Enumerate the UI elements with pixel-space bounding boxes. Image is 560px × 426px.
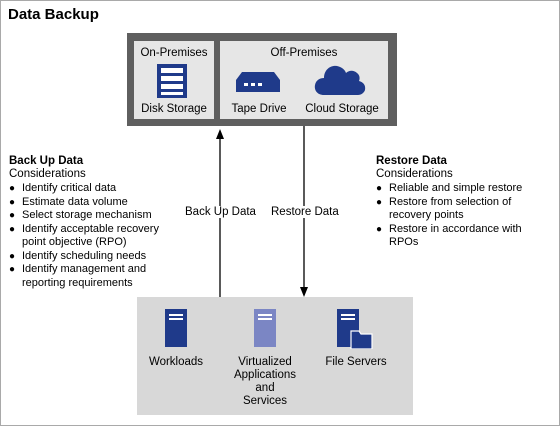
disk-storage-icon <box>157 64 187 98</box>
workloads-label: Workloads <box>148 356 204 368</box>
file-server-icon <box>337 309 373 349</box>
list-item: Identify scheduling needs <box>9 250 184 264</box>
tape-drive-label: Tape Drive <box>231 103 287 115</box>
off-premises-header: Off-Premises <box>270 47 338 59</box>
restore-section-title: Restore Data <box>376 155 447 167</box>
on-premises-header: On-Premises <box>140 47 208 59</box>
list-item: Estimate data volume <box>9 196 184 210</box>
list-item: Identify acceptable recovery point objec… <box>9 223 184 250</box>
disk-storage-label: Disk Storage <box>141 103 207 115</box>
virtual-server-icon <box>254 309 276 347</box>
backup-arrow-label: Back Up Data <box>185 206 256 218</box>
list-item: Restore from selection of recovery point… <box>376 196 554 223</box>
restore-section-subtitle: Considerations <box>376 168 453 180</box>
list-item: Reliable and simple restore <box>376 182 554 196</box>
list-item: Identify management and reporting requir… <box>9 263 184 290</box>
list-item: Identify critical data <box>9 182 184 196</box>
backup-section-subtitle: Considerations <box>9 168 86 180</box>
list-item: Restore in accordance with RPOs <box>376 223 554 250</box>
backup-section-title: Back Up Data <box>9 155 84 167</box>
restore-arrow-label: Restore Data <box>271 206 339 218</box>
cloud-storage-label: Cloud Storage <box>305 103 379 115</box>
server-icon <box>165 309 187 347</box>
file-servers-label: File Servers <box>325 356 387 368</box>
diagram-title: Data Backup <box>8 6 99 23</box>
backup-considerations-list: Identify critical data Estimate data vol… <box>9 182 184 290</box>
tape-drive-icon <box>236 72 280 92</box>
virtualized-label: Virtualized Applications and Services <box>233 356 296 407</box>
list-item: Select storage mechanism <box>9 209 184 223</box>
cloud-icon <box>314 65 366 95</box>
restore-considerations-list: Reliable and simple restore Restore from… <box>376 182 554 250</box>
